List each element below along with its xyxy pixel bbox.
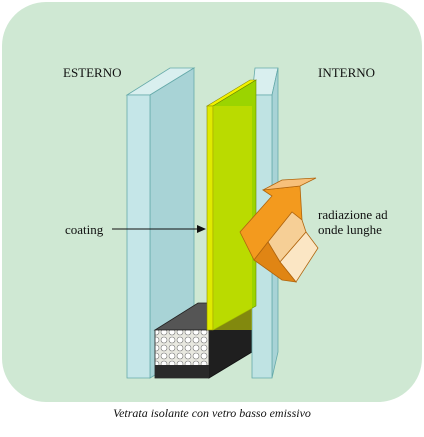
label-esterno: ESTERNO [63,65,122,80]
label-radiation: radiazione ad onde lunghe [318,207,408,237]
coating-pointer-arrowhead [197,225,206,233]
label-radiation-line1: radiazione ad [318,207,388,222]
figure-caption: Vetrata isolante con vetro basso emissiv… [113,406,311,420]
outer-glass-pane [125,67,196,379]
label-interno: INTERNO [318,65,376,80]
label-coating: coating [65,222,104,237]
label-radiation-line2: onde lunghe [318,222,382,237]
radiation-arrow [239,177,319,283]
